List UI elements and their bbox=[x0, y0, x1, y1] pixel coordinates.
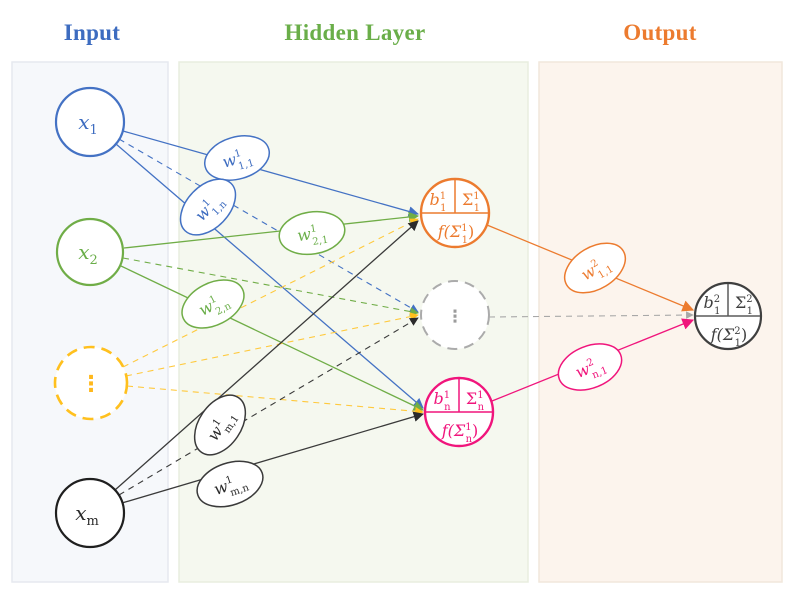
weight-w1-mn: w1m,n bbox=[196, 460, 264, 508]
svg-text:xm: xm bbox=[75, 501, 99, 529]
input-node-x2: x2 bbox=[55, 217, 125, 287]
svg-text:x1: x1 bbox=[78, 110, 98, 138]
svg-text:f(Σ21): f(Σ21) bbox=[710, 325, 747, 349]
weight-w1-m1: w1m,1 bbox=[193, 394, 247, 456]
svg-text:Σ11: Σ11 bbox=[462, 190, 480, 214]
edge-xm-hdots bbox=[118, 317, 419, 496]
svg-text:Σ1n: Σ1n bbox=[466, 389, 485, 413]
input-node-xm: xm bbox=[54, 477, 126, 549]
weight-w2-n1: w2n,1 bbox=[557, 343, 623, 391]
edge-xdots-h1 bbox=[122, 218, 419, 368]
svg-text:f(Σ1n): f(Σ1n) bbox=[441, 421, 479, 445]
weight-w1-21: w12,1 bbox=[278, 210, 346, 256]
vertical-ellipsis: ⋮ bbox=[447, 307, 464, 327]
input-node-ellipsis: ⋮ bbox=[53, 345, 129, 421]
svg-text:x2: x2 bbox=[78, 240, 98, 268]
edge-x1-h1 bbox=[122, 130, 420, 217]
svg-text:w12,1: w12,1 bbox=[296, 222, 329, 250]
edge-x2-hn bbox=[120, 265, 424, 411]
input-header: Input bbox=[64, 20, 121, 45]
edge-x2-h1 bbox=[123, 211, 420, 249]
svg-text:b11: b11 bbox=[430, 190, 447, 214]
hidden-layer-header: Hidden Layer bbox=[285, 20, 426, 45]
edge-hdots-output bbox=[488, 311, 694, 319]
weight-w2-11: w21,1 bbox=[563, 242, 627, 294]
weight-w1-11: w11,1 bbox=[204, 135, 270, 181]
edge-x1-hn bbox=[115, 143, 424, 409]
svg-text:b1n: b1n bbox=[433, 389, 451, 413]
edge-xdots-hdots bbox=[125, 312, 419, 377]
svg-text:b21: b21 bbox=[704, 293, 721, 317]
edge-xdots-hn bbox=[126, 385, 424, 416]
edge-xm-h1 bbox=[114, 220, 419, 491]
weight-w1-1n: w11,n bbox=[179, 178, 237, 236]
output-header: Output bbox=[623, 20, 696, 45]
edge-x1-hdots bbox=[118, 138, 419, 313]
svg-text:w21,1: w21,1 bbox=[578, 253, 616, 289]
svg-text:w2n,1: w2n,1 bbox=[573, 353, 610, 387]
vertical-ellipsis: ⋮ bbox=[80, 372, 102, 397]
svg-text:f(Σ11): f(Σ11) bbox=[437, 222, 474, 246]
svg-text:w11,1: w11,1 bbox=[220, 145, 255, 176]
weight-w1-2n: w12,n bbox=[181, 279, 245, 329]
edge-xm-hn bbox=[121, 411, 424, 504]
svg-text:Σ21: Σ21 bbox=[735, 293, 753, 317]
input-node-x1: x1 bbox=[54, 86, 126, 158]
hidden-node-ellipsis: ⋮ bbox=[420, 280, 490, 350]
